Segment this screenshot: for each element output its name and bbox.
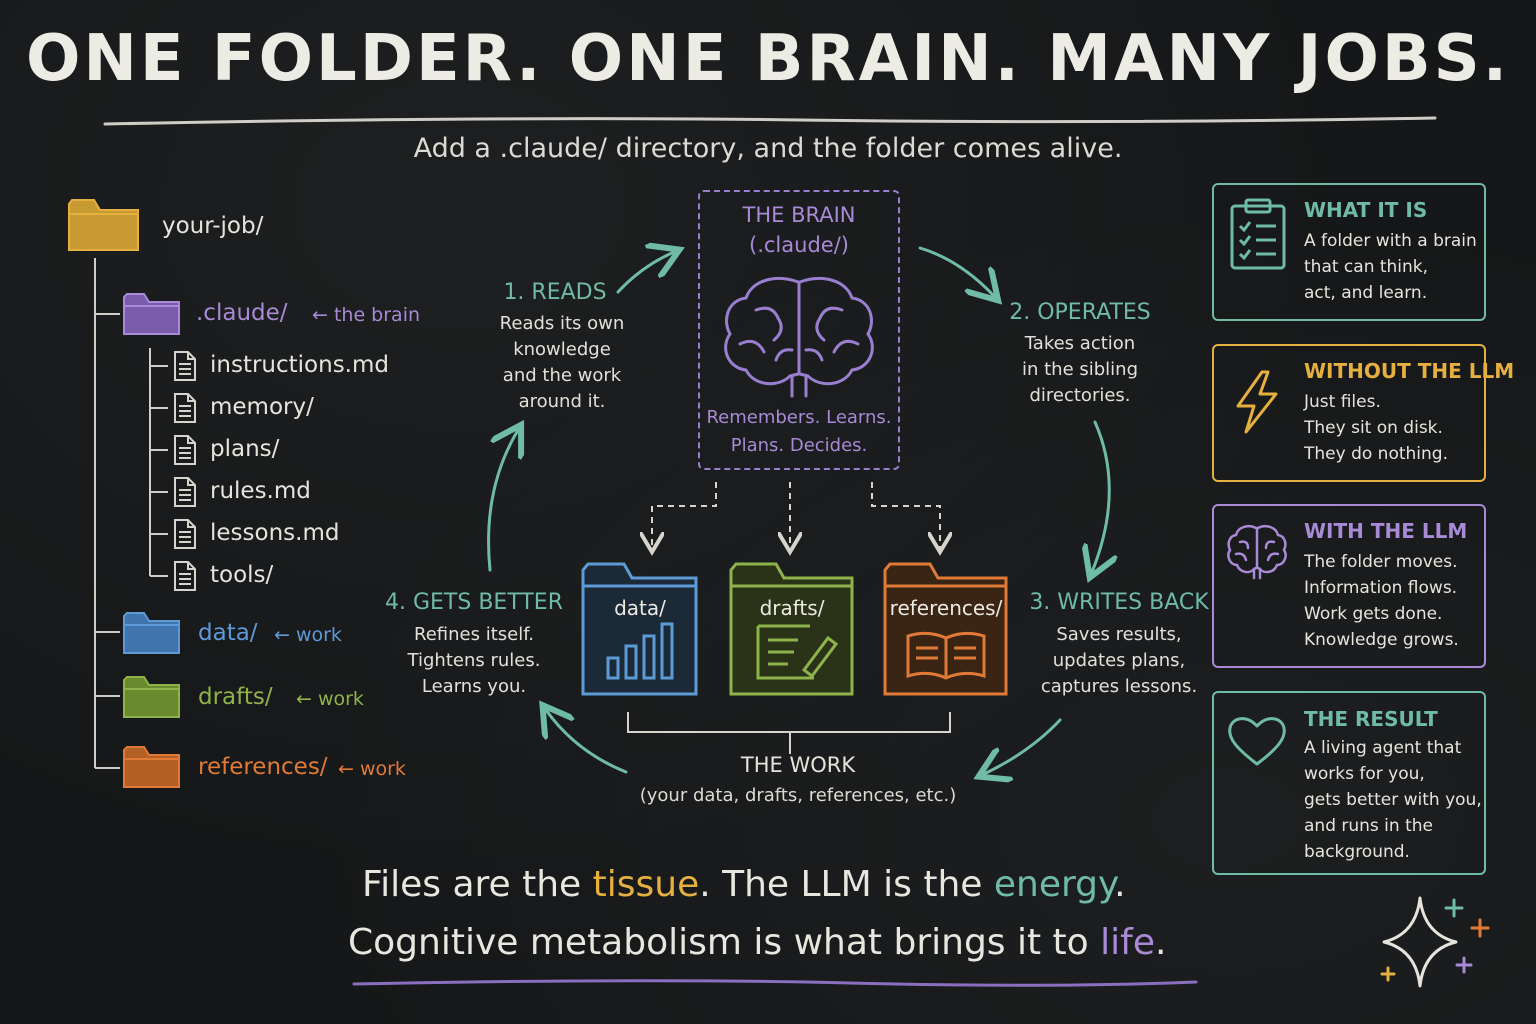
file-icon	[174, 435, 196, 465]
brain-caption: Remembers. Learns. Plans. Decides.	[706, 407, 892, 456]
file-icon	[174, 351, 196, 381]
brain-icon	[724, 277, 874, 398]
footer-text: Cognitive metabolism is what brings it t…	[348, 922, 1101, 963]
card-result	[1212, 691, 1486, 875]
file-icon	[174, 561, 196, 591]
claude-folder-icon	[123, 293, 180, 335]
brain-box	[698, 190, 900, 470]
step-3-body: Saves results, updates plans, captures l…	[1040, 624, 1198, 697]
tree-file-label: rules.md	[210, 478, 311, 504]
footer-underline	[352, 979, 1198, 987]
sparkle-icon	[1380, 896, 1490, 988]
footer-text: .	[1154, 922, 1167, 963]
references-work-folder-label: references/	[889, 596, 1003, 620]
drafts-folder-icon	[123, 676, 180, 718]
step-1-title: 1. READS	[503, 280, 607, 305]
step-4-title: 4. GETS BETTER	[385, 590, 563, 615]
heart-icon	[1228, 717, 1286, 766]
footer-tissue: tissue	[592, 864, 700, 905]
tree-file-label: tools/	[210, 562, 274, 588]
footer-text: .	[1114, 864, 1126, 905]
clipboard-icon	[1230, 198, 1286, 270]
brain-path: (.claude/)	[749, 233, 849, 257]
card-without-llm	[1212, 344, 1486, 482]
title-underline	[103, 116, 1437, 126]
root-folder-icon	[68, 199, 139, 251]
file-icon	[174, 477, 196, 507]
tree-data-note: ← work	[274, 624, 342, 646]
card-without-llm-title: WITHOUT THE LLM	[1304, 359, 1515, 383]
references-work-folder-icon	[883, 562, 1008, 696]
tree-file-label: plans/	[210, 436, 280, 462]
drafts-work-folder-icon	[729, 562, 854, 696]
work-subtitle: (your data, drafts, references, etc.)	[639, 785, 957, 806]
step-2-body: Takes action in the sibling directories.	[1021, 333, 1139, 406]
card-result-title: THE RESULT	[1304, 707, 1438, 731]
tree-drafts-label: drafts/	[198, 684, 273, 710]
tree-claude-label: .claude/	[196, 300, 288, 326]
footer-line-2: Cognitive metabolism is what brings it t…	[348, 922, 1166, 963]
tree-lines	[94, 258, 168, 769]
card-with-llm	[1212, 504, 1486, 668]
references-folder-icon	[123, 746, 180, 788]
footer-line-1: Files are the tissue. The LLM is the ene…	[362, 864, 1126, 905]
step-3-title: 3. WRITES BACK	[1029, 590, 1209, 615]
data-work-folder-label: data/	[614, 596, 666, 620]
card-with-llm-title: WITH THE LLM	[1304, 519, 1468, 543]
lightning-icon	[1236, 370, 1278, 434]
drafts-work-folder-label: drafts/	[759, 596, 825, 620]
cycle-arrows	[487, 180, 1220, 820]
brain-title: THE BRAIN	[742, 203, 856, 227]
tree-file-label: memory/	[210, 394, 314, 420]
tree-references-label: references/	[198, 754, 328, 780]
card-what-it-is	[1212, 183, 1486, 321]
file-icon	[174, 393, 196, 423]
card-result-body: A living agent that works for you, gets …	[1304, 738, 1482, 862]
card-with-llm-body: The folder moves. Information flows. Wor…	[1304, 552, 1459, 650]
footer-text: Files are the	[362, 864, 593, 905]
brain-icon	[1227, 525, 1287, 580]
card-without-llm-body: Just files. They sit on disk. They do no…	[1304, 392, 1448, 464]
file-icon	[174, 519, 196, 549]
footer-energy: energy	[993, 864, 1115, 905]
card-what-it-is-title: WHAT IT IS	[1304, 198, 1428, 222]
step-1-body: Reads its own knowledge and the work aro…	[499, 313, 625, 412]
tree-root-label: your-job/	[162, 213, 264, 239]
step-4-body: Refines itself. Tightens rules. Learns y…	[407, 624, 541, 697]
page-title: ONE FOLDER. ONE BRAIN. MANY JOBS.	[25, 22, 1511, 96]
tree-drafts-note: ← work	[296, 688, 364, 710]
work-title: THE WORK	[740, 753, 856, 777]
step-2-title: 2. OPERATES	[1009, 300, 1151, 325]
page-subtitle: Add a .claude/ directory, and the folder…	[413, 133, 1123, 164]
data-work-folder-icon	[581, 562, 698, 696]
card-what-it-is-body: A folder with a brain that can think, ac…	[1304, 231, 1477, 303]
tree-references-note: ← work	[338, 758, 406, 780]
tree-data-label: data/	[198, 620, 258, 646]
data-folder-icon	[123, 612, 180, 654]
tree-file-label: instructions.md	[210, 352, 390, 378]
tree-claude-note: ← the brain	[312, 304, 421, 326]
footer-life: life	[1100, 922, 1155, 963]
footer-text: . The LLM is the	[699, 864, 994, 905]
tree-file-label: lessons.md	[210, 520, 340, 546]
